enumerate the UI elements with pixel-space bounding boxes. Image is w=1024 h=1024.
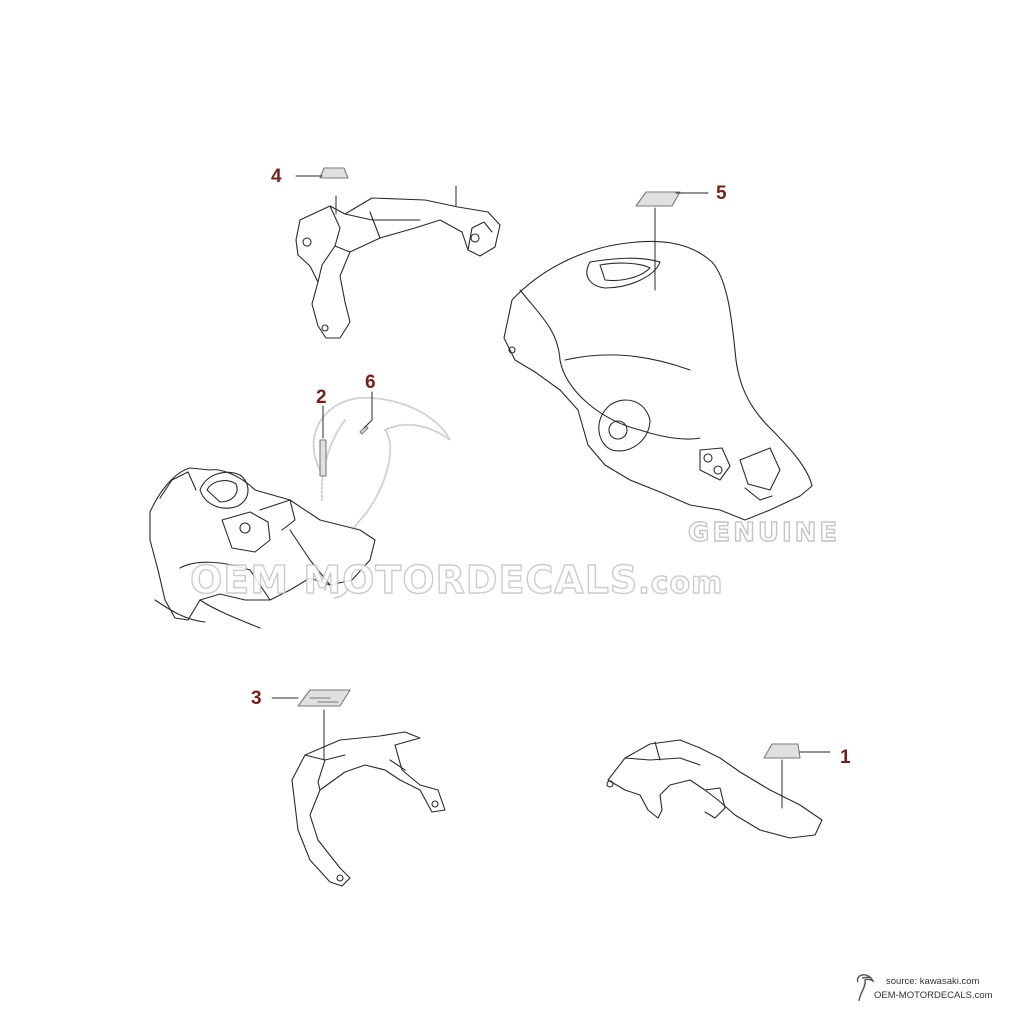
- callout-6: 6: [365, 372, 376, 393]
- decal-2: [319, 439, 327, 477]
- decal-5: [635, 191, 681, 207]
- decal-6: [359, 425, 369, 435]
- fuel-tank-part: [503, 240, 813, 521]
- brand-watermark-text: OEM MOTORDECALS: [189, 557, 639, 602]
- callout-3: 3: [251, 688, 262, 709]
- source-text: source: kawasaki.com: [886, 976, 980, 987]
- hummingbird-logo-icon: [856, 974, 874, 1002]
- callout-2: 2: [316, 387, 327, 408]
- brand-watermark: OEM MOTORDECALS.com: [189, 557, 724, 602]
- callout-1: 1: [840, 747, 851, 768]
- callout-5: 5: [716, 183, 727, 204]
- callout-4: 4: [271, 166, 282, 187]
- leader-6: [363, 391, 373, 429]
- source-credit: source: kawasaki.com OEM-MOTORDECALS.com: [852, 972, 1002, 1002]
- decal-4: [319, 167, 349, 179]
- leader-lines: [271, 175, 831, 809]
- tail-bracket-part: [291, 731, 446, 887]
- upper-cowl-bracket-part: [295, 197, 501, 339]
- genuine-watermark: GENUINE: [687, 517, 841, 548]
- source-site-text: OEM-MOTORDECALS.com: [874, 990, 993, 1001]
- side-fairing-part: [149, 467, 376, 629]
- chain-guard-part: [606, 739, 823, 839]
- brand-watermark-suffix: .com: [638, 565, 724, 601]
- decal-1: [763, 743, 801, 759]
